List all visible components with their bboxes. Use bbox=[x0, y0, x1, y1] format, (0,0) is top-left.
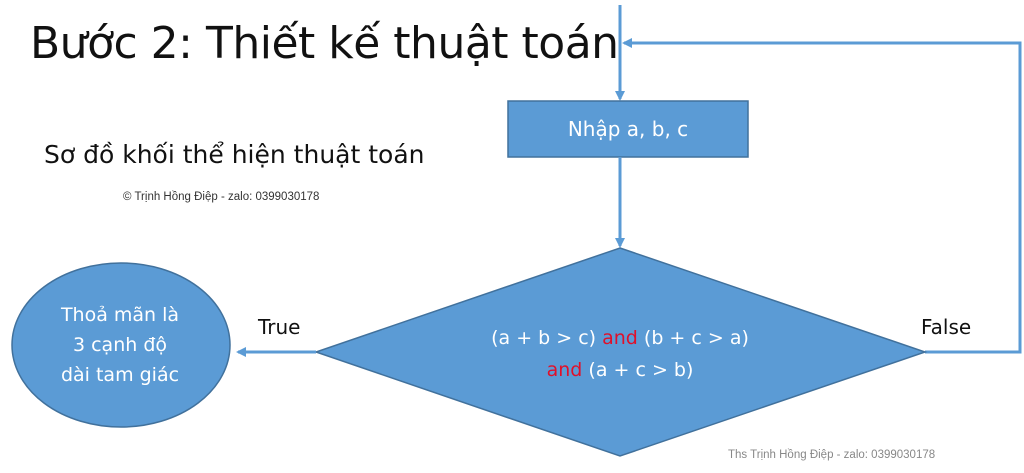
and-keyword: and bbox=[546, 359, 583, 381]
page-subtitle: Sơ đồ khối thể hiện thuật toán bbox=[44, 140, 425, 169]
true-branch-label: True bbox=[258, 315, 301, 339]
decision-line-1: (a + b > c) and (b + c > a) bbox=[420, 322, 820, 354]
false-branch-label: False bbox=[921, 315, 972, 339]
result-line-2: 3 cạnh độ bbox=[72, 334, 168, 356]
condition-bc: (b + c > a) bbox=[643, 327, 749, 349]
condition-ac: (a + c > b) bbox=[588, 359, 694, 381]
input-step-box bbox=[507, 100, 749, 158]
result-line-3: dài tam giác bbox=[60, 364, 180, 386]
decision-line-2: and (a + c > b) bbox=[420, 354, 820, 386]
copyright-note: © Trịnh Hồng Điệp - zalo: 0399030178 bbox=[123, 191, 320, 203]
false-loop-arrow bbox=[622, 38, 1022, 354]
and-keyword: and bbox=[602, 327, 638, 349]
decision-condition: (a + b > c) and (b + c > a) and (a + c >… bbox=[420, 322, 820, 386]
watermark: Ths Trịnh Hồng Điệp - zalo: 0399030178 bbox=[728, 449, 936, 461]
page-title: Bước 2: Thiết kế thuật toán bbox=[30, 18, 619, 69]
result-label: Thoả mãn là 3 cạnh độ dài tam giác bbox=[20, 300, 220, 390]
decision-diamond bbox=[313, 247, 928, 457]
result-ellipse bbox=[11, 262, 231, 428]
condition-ab: (a + b > c) bbox=[491, 327, 597, 349]
input-step-label: Nhập a, b, c bbox=[567, 117, 689, 141]
result-line-1: Thoả mãn là bbox=[60, 304, 180, 326]
